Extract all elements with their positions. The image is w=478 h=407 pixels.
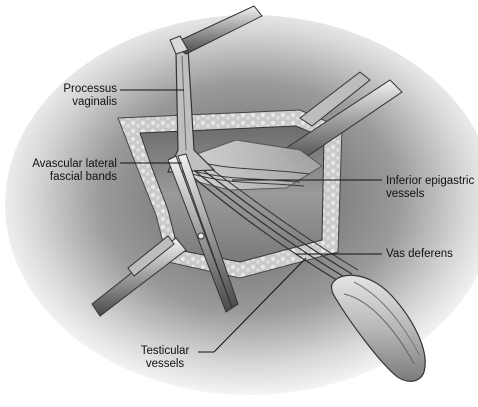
inferior-epigastric-vessels: [189, 161, 311, 187]
label-avascular-lateral-fascial-bands: Avascular lateral fascial bands: [32, 158, 117, 183]
testicular-sac: [330, 274, 426, 382]
label-inferior-epigastric-vessels: Inferior epigastric vessels: [386, 175, 475, 200]
label-vas-deferens: Vas deferens: [386, 248, 453, 260]
label-processus-vaginalis: Processus vaginalis: [63, 83, 117, 108]
leader-lines: [120, 89, 382, 353]
label-testicular-vessels: Testicular vessels: [140, 345, 190, 370]
fascial-membrane: [179, 139, 323, 191]
